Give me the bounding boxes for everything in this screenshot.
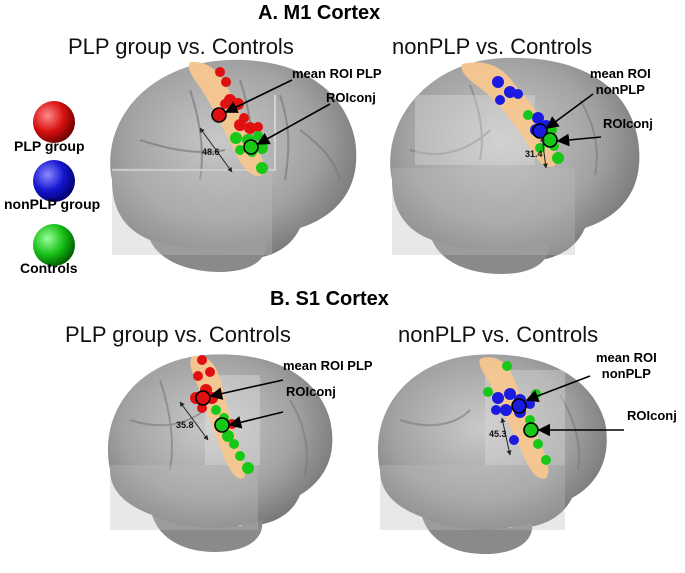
- brain-a-right: [390, 57, 640, 274]
- annotation-mean-roi-line2-b: nonPLP: [601, 366, 651, 381]
- legend-label-controls: Controls: [20, 260, 78, 276]
- callout-arrow-mean-plp-b: [209, 379, 284, 400]
- callout-arrow-roiconj-a-right: [556, 133, 602, 147]
- annotation-roiconj-a-right: ROIconj: [603, 116, 653, 131]
- roiconj-marker-a-left: [243, 139, 259, 155]
- distance-arrow-a-right: [540, 136, 548, 169]
- brain-a-left: [110, 59, 357, 272]
- legend-label-plp: PLP group: [14, 138, 85, 154]
- callout-arrow-roiconj-a-left: [256, 103, 331, 145]
- callout-arrow-mean-nonplp-a: [545, 93, 594, 129]
- roiconj-marker-b-right: [523, 422, 539, 438]
- annotation-roiconj-b-left: ROIconj: [286, 384, 336, 399]
- callout-arrow-roiconj-b-left: [228, 411, 284, 429]
- distance-label-a-right: 31.4: [525, 149, 543, 159]
- annotation-mean-roi-nonplp-a: mean ROI nonPLP: [590, 66, 651, 98]
- distance-arrow-a-left: [199, 127, 233, 173]
- brain-b-left: [107, 354, 333, 552]
- distance-label-b-right: 45.3: [489, 429, 507, 439]
- annotation-mean-roi-plp-a: mean ROI PLP: [292, 66, 382, 81]
- annotation-mean-roi-line1-b: mean ROI: [596, 350, 657, 365]
- mean-roi-plp-marker-a: [211, 107, 227, 123]
- roiconj-marker-b-left: [214, 417, 230, 433]
- panel-title-a-left: PLP group vs. Controls: [68, 34, 294, 59]
- mean-roi-nonplp-marker-a: [532, 123, 548, 139]
- panel-title-b-left: PLP group vs. Controls: [65, 322, 291, 347]
- annotation-mean-roi-line1: mean ROI: [590, 66, 651, 81]
- legend-sphere-controls: [33, 224, 75, 266]
- brain-b-right: [377, 354, 607, 554]
- legend-label-nonplp: nonPLP group: [4, 196, 101, 212]
- annotation-mean-roi-nonplp-b: mean ROI nonPLP: [596, 350, 657, 382]
- panel-title-b-right: nonPLP vs. Controls: [398, 322, 599, 347]
- callout-arrow-mean-nonplp-b: [525, 375, 591, 402]
- panel-title-a-right: nonPLP vs. Controls: [392, 34, 593, 59]
- annotation-roiconj-a-left: ROIconj: [326, 90, 376, 105]
- distance-label-b-left: 35.8: [176, 420, 194, 430]
- roiconj-marker-a-right: [542, 132, 558, 148]
- legend-sphere-nonplp: [33, 160, 75, 202]
- annotation-mean-roi-plp-b: mean ROI PLP: [283, 358, 373, 373]
- distance-label-a-left: 48.6: [202, 147, 220, 157]
- distance-arrow-b-left: [179, 401, 209, 441]
- cortex-strip-a-right: [461, 62, 557, 167]
- distance-arrow-b-right: [500, 417, 512, 456]
- annotation-roiconj-b-right: ROIconj: [627, 408, 677, 423]
- section-title-s1: B. S1 Cortex: [270, 288, 389, 310]
- cortex-strip-b-right: [479, 357, 549, 479]
- legend-sphere-plp: [33, 101, 75, 143]
- mean-roi-plp-marker-b: [195, 390, 211, 406]
- mean-roi-nonplp-marker-b: [511, 398, 527, 414]
- section-title-m1: A. M1 Cortex: [258, 2, 381, 24]
- annotation-mean-roi-line2: nonPLP: [595, 82, 645, 97]
- callout-arrow-mean-plp-a: [224, 79, 293, 113]
